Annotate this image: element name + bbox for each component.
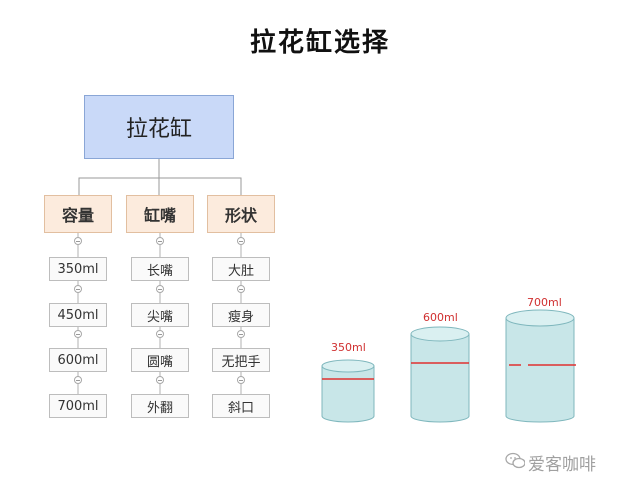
cup-600 <box>410 326 470 423</box>
cup-label-350: 350ml <box>331 341 366 354</box>
item-spout-pointed: 尖嘴 <box>131 303 189 327</box>
category-shape: 形状 <box>207 195 275 233</box>
item-spout-flared: 外翻 <box>131 394 189 418</box>
collapse-toggle-icon[interactable] <box>74 237 82 245</box>
collapse-toggle-icon[interactable] <box>237 330 245 338</box>
category-capacity: 容量 <box>44 195 112 233</box>
collapse-toggle-icon[interactable] <box>156 330 164 338</box>
item-shape-no-handle: 无把手 <box>212 348 270 372</box>
collapse-toggle-icon[interactable] <box>237 376 245 384</box>
cup-350 <box>321 359 375 423</box>
item-capacity-450: 450ml <box>49 303 107 327</box>
root-node: 拉花缸 <box>84 95 234 159</box>
cup-label-600: 600ml <box>423 311 458 324</box>
cup-700 <box>505 309 576 423</box>
item-spout-long: 长嘴 <box>131 257 189 281</box>
item-shape-belly: 大肚 <box>212 257 270 281</box>
watermark-text: 爱客咖啡 <box>528 455 596 475</box>
item-shape-slanted: 斜口 <box>212 394 270 418</box>
collapse-toggle-icon[interactable] <box>156 237 164 245</box>
collapse-toggle-icon[interactable] <box>74 285 82 293</box>
collapse-toggle-icon[interactable] <box>74 330 82 338</box>
collapse-toggle-icon[interactable] <box>156 285 164 293</box>
page-title: 拉花缸选择 <box>249 28 390 58</box>
collapse-toggle-icon[interactable] <box>156 376 164 384</box>
item-capacity-350: 350ml <box>49 257 107 281</box>
wechat-icon <box>505 452 525 469</box>
collapse-toggle-icon[interactable] <box>74 376 82 384</box>
cup-illustrations <box>321 309 576 423</box>
item-capacity-700: 700ml <box>49 394 107 418</box>
cup-label-700: 700ml <box>527 296 562 309</box>
item-capacity-600: 600ml <box>49 348 107 372</box>
collapse-toggle-icon[interactable] <box>237 237 245 245</box>
item-shape-slim: 瘦身 <box>212 303 270 327</box>
category-spout: 缸嘴 <box>126 195 194 233</box>
item-spout-round: 圆嘴 <box>131 348 189 372</box>
collapse-toggle-icon[interactable] <box>237 285 245 293</box>
